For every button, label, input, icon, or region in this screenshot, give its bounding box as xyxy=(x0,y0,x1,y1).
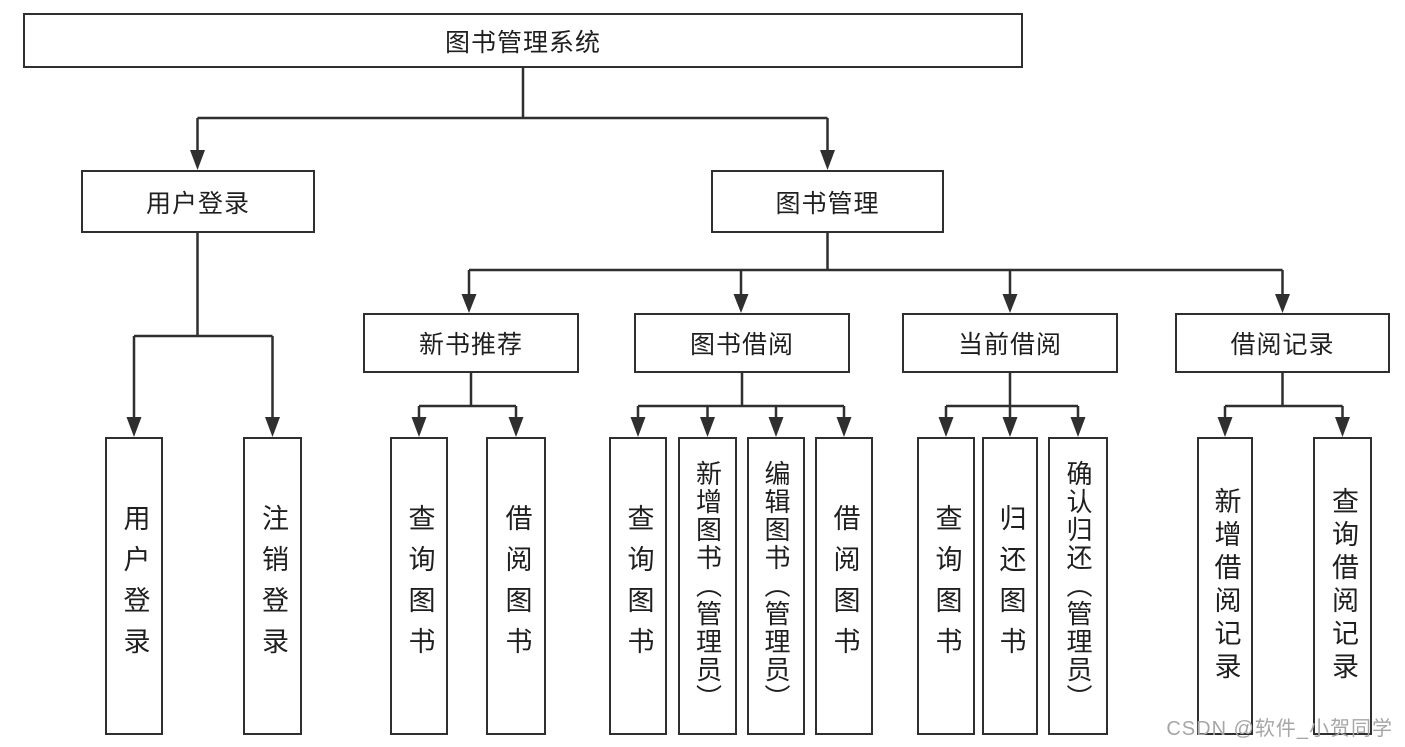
connector-new-book-rec-to-leaves xyxy=(411,373,524,437)
arrowhead xyxy=(1335,417,1350,437)
arrowhead xyxy=(411,417,427,437)
node-book-management: 图书管理 xyxy=(711,170,944,233)
node-label: 图书管理 xyxy=(775,189,880,218)
leaf-label: 新增借阅记录 xyxy=(1210,487,1241,685)
leaf-current-query-books: 查询图书 xyxy=(917,437,975,735)
node-label: 借阅记录 xyxy=(1230,331,1335,359)
leaf-label: 注销登录 xyxy=(258,504,288,668)
arrowhead xyxy=(265,417,280,437)
leaf-borrow-borrow-books: 借阅图书 xyxy=(815,437,873,735)
leaf-current-return-books: 归还图书 xyxy=(982,437,1038,735)
leaf-newrec-query-books: 查询图书 xyxy=(390,437,448,735)
leaf-label: 查询图书 xyxy=(404,504,435,668)
leaf-label: 查询图书 xyxy=(931,504,962,668)
node-new-book-recommendation: 新书推荐 xyxy=(363,313,579,373)
leaf-borrow-query-books: 查询图书 xyxy=(609,437,667,735)
leaf-borrow-edit-books-admin: 编辑图书（管理员） xyxy=(747,437,805,735)
arrowhead xyxy=(190,150,205,170)
arrowhead xyxy=(820,150,835,170)
leaf-logout: 注销登录 xyxy=(243,437,302,735)
leaf-newrec-borrow-books: 借阅图书 xyxy=(486,437,546,735)
connector-root-to-level2 xyxy=(190,68,835,170)
arrowhead xyxy=(630,417,646,437)
connector-book-borrow-to-leaves xyxy=(630,373,852,437)
node-label: 新书推荐 xyxy=(418,331,523,359)
arrowhead xyxy=(1217,417,1233,437)
arrowhead xyxy=(733,294,749,313)
leaf-label: 借阅图书 xyxy=(501,504,532,668)
arrowhead xyxy=(1002,417,1018,437)
arrowhead xyxy=(508,417,524,437)
csdn-watermark: CSDN @软件_小贺同学 xyxy=(1166,718,1393,740)
leaf-current-confirm-return-admin: 确认归还（管理员） xyxy=(1048,437,1108,735)
leaf-label: 新增图书（管理员） xyxy=(692,460,723,712)
leaf-label: 编辑图书（管理员） xyxy=(761,460,791,712)
leaf-label: 查询图书 xyxy=(623,504,654,668)
leaf-label: 借阅图书 xyxy=(829,504,860,668)
connector-borrow-records-to-leaves xyxy=(1217,373,1350,437)
arrowhead xyxy=(836,417,852,437)
node-user-login: 用户登录 xyxy=(81,170,315,233)
leaf-label: 归还图书 xyxy=(995,504,1026,668)
arrowhead xyxy=(461,294,477,313)
arrowhead xyxy=(700,417,715,437)
connector-book-mgmt-to-level3 xyxy=(461,233,1290,313)
connector-current-borrow-to-leaves xyxy=(938,373,1086,437)
node-current-borrowing: 当前借阅 xyxy=(902,313,1118,373)
leaf-records-add-record: 新增借阅记录 xyxy=(1197,437,1253,735)
arrowhead xyxy=(1275,294,1290,313)
arrowhead xyxy=(1002,294,1018,313)
leaf-label: 用户登录 xyxy=(119,504,150,668)
leaf-borrow-add-books-admin: 新增图书（管理员） xyxy=(678,437,737,735)
arrowhead xyxy=(1070,417,1086,437)
connector-user-login-to-leaves xyxy=(126,233,280,437)
leaf-records-query-record: 查询借阅记录 xyxy=(1313,437,1372,735)
node-label: 图书借阅 xyxy=(689,331,794,359)
leaf-label: 确认归还（管理员） xyxy=(1063,460,1093,712)
arrowhead xyxy=(126,417,142,437)
node-root-library-management-system: 图书管理系统 xyxy=(23,13,1023,68)
leaf-user-login: 用户登录 xyxy=(105,437,163,735)
node-label: 用户登录 xyxy=(145,189,250,218)
node-label: 图书管理系统 xyxy=(444,28,601,57)
node-book-borrowing: 图书借阅 xyxy=(634,313,850,373)
arrowhead xyxy=(768,417,784,437)
node-borrowing-records: 借阅记录 xyxy=(1175,313,1390,373)
leaf-label: 查询借阅记录 xyxy=(1328,487,1358,685)
arrowhead xyxy=(938,417,954,437)
node-label: 当前借阅 xyxy=(957,331,1062,359)
